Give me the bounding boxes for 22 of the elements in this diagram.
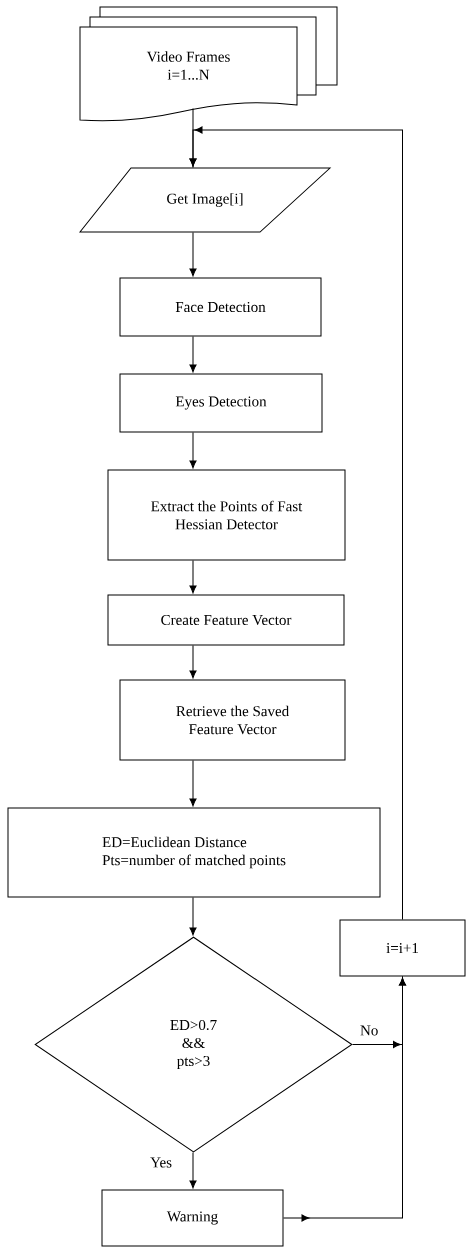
- arrow: [189, 1152, 197, 1189]
- arrow: [189, 336, 197, 373]
- process-box: Retrieve the Saved Feature Vector: [119, 679, 346, 761]
- process-box: Extract the Points of Fast Hessian Detector: [107, 469, 346, 561]
- document-stack: Video Frames i=1...N: [79, 6, 338, 122]
- process-box: ED=Euclidean Distance Pts=number of matched points: [7, 807, 381, 898]
- edge-label: No: [359, 1024, 380, 1037]
- arrow: [189, 232, 197, 277]
- arrow: [189, 126, 403, 920]
- arrow: [189, 560, 197, 594]
- arrow: [189, 760, 197, 807]
- process-box: Eyes Detection: [119, 373, 323, 433]
- process-box: Create Feature Vector: [107, 594, 345, 646]
- arrow: [283, 976, 407, 1222]
- process-box: Face Detection: [119, 277, 322, 337]
- arrow: [189, 897, 197, 936]
- process-box: i=i+1: [339, 919, 466, 977]
- arrow: [189, 645, 197, 679]
- edge-label: Yes: [149, 1156, 173, 1169]
- process-box: Warning: [101, 1189, 284, 1247]
- arrow: [189, 432, 197, 469]
- input-parallelogram: Get Image[i]: [79, 167, 331, 233]
